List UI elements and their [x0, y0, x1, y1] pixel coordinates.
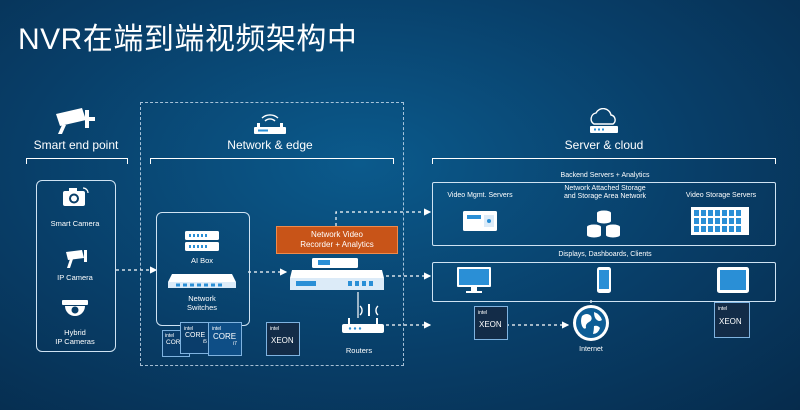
- cloud-bracket: [432, 158, 776, 164]
- storage-disks-icon: [586, 208, 622, 240]
- network-edge-region: [140, 102, 404, 366]
- ip-camera-label: IP Camera: [57, 273, 93, 282]
- internet-globe-icon: [572, 304, 610, 342]
- chip-intel-label: intel: [478, 310, 488, 316]
- chip-xeon-label: XEON: [479, 320, 502, 329]
- chip-intel-label: intel: [270, 326, 280, 332]
- chip-intel-label: intel: [184, 326, 194, 332]
- chip-intel-label: intel: [212, 326, 222, 332]
- storage-server-rack-icon: [690, 206, 750, 236]
- displays-box: [432, 262, 776, 302]
- smart-camera-label: Smart Camera: [50, 219, 100, 228]
- chip-intel-label: intel: [165, 333, 175, 339]
- phone-icon: [596, 266, 612, 294]
- ai-box-icon: [184, 230, 220, 252]
- nvr-device-icon: [288, 256, 386, 292]
- camera-icon: [61, 186, 89, 208]
- chip-xeon-label: XEON: [719, 317, 742, 326]
- video-mgmt-label: Video Mgmt. Servers: [447, 192, 513, 199]
- routers-label: Routers: [345, 346, 373, 355]
- backend-servers-box: [432, 182, 776, 246]
- video-storage-label: Video Storage Servers: [685, 192, 757, 199]
- chip-intel-label: intel: [718, 306, 728, 312]
- router-wifi-icon: [250, 110, 290, 136]
- monitor-icon: [456, 266, 492, 294]
- wifi-router-icon: [356, 302, 382, 318]
- ip-camera-icon: [60, 248, 90, 270]
- hybrid-camera-label: Hybrid IP Cameras: [55, 328, 95, 347]
- chip-i7-label: i7: [233, 341, 237, 347]
- network-switches-label: Network Switches: [186, 294, 217, 313]
- chip-i5-label: i5: [203, 339, 207, 345]
- network-bracket: [150, 158, 394, 164]
- nas-san-label: Network Attached Storage and Storage Are…: [563, 185, 647, 201]
- internet-label: Internet: [579, 346, 603, 353]
- chip-core-label: CORE: [185, 332, 206, 339]
- section-network-label: Network & edge: [227, 138, 313, 152]
- core-i7-chip: intel CORE i7: [208, 322, 242, 356]
- section-cloud-label: Server & cloud: [564, 138, 644, 152]
- xeon-chip-edge: intel XEON: [266, 322, 300, 356]
- tablet-icon: [716, 266, 750, 294]
- endpoint-devices-box: [36, 180, 116, 352]
- core-i5-chip: intel CORE i5: [180, 322, 212, 354]
- chip-xeon-label: XEON: [271, 336, 294, 345]
- dome-camera-icon: [61, 298, 89, 322]
- security-camera-icon: [52, 106, 98, 136]
- xeon-chip-cloud-2: intel XEON: [714, 302, 750, 338]
- page-title: NVR在端到端视频架构中: [18, 23, 358, 56]
- chip-core-label: CORE: [166, 339, 185, 346]
- endpoint-bracket: [26, 158, 128, 164]
- chip-core-label: CORE: [213, 332, 237, 341]
- ai-box-label: AI Box: [190, 256, 214, 265]
- backend-title: Backend Servers + Analytics: [560, 172, 650, 179]
- router-device-icon: [340, 318, 386, 334]
- section-endpoint-label: Smart end point: [33, 138, 119, 152]
- nvr-analytics-label: Network Video Recorder + Analytics: [276, 226, 398, 254]
- displays-title: Displays, Dashboards, Clients: [558, 251, 652, 258]
- cloud-server-icon: [584, 107, 624, 134]
- video-mgmt-server-icon: [462, 210, 498, 232]
- xeon-chip-cloud-1: intel XEON: [474, 306, 508, 340]
- network-switch-icon: [166, 272, 238, 290]
